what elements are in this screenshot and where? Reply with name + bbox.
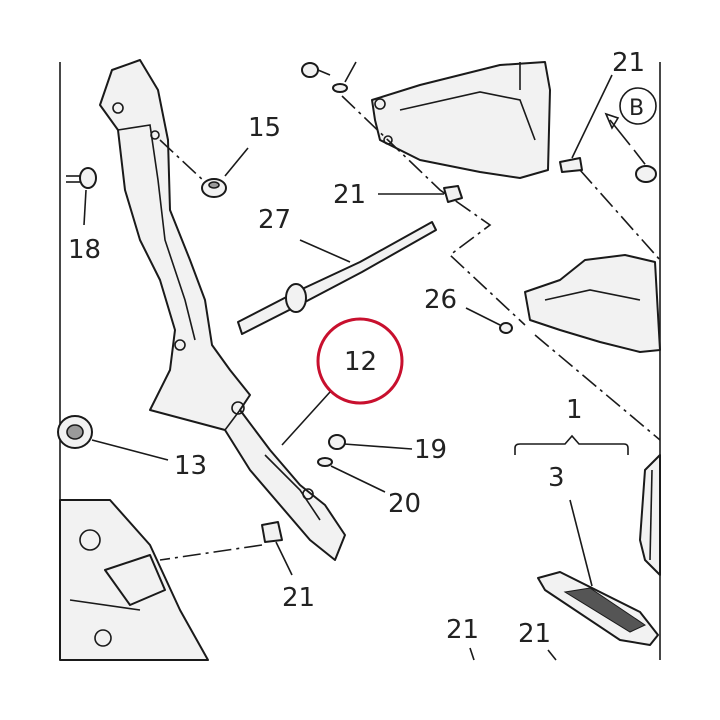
label-12: 12 [344,347,377,377]
lower-housing-part [59,499,209,661]
side-panel-part [465,254,661,441]
right-shell-part [639,454,661,576]
screw-part-19 [317,434,413,493]
label-3: 3 [548,463,565,493]
mesh-part-3 [537,499,659,646]
label-21-upper: 21 [333,180,366,210]
screw-part-18 [66,167,97,226]
clip-part-21-topright [559,74,661,261]
label-15: 15 [248,113,281,143]
label-18: 18 [68,235,101,265]
label-21-lower: 21 [282,583,315,613]
bracket-part-12 [99,59,346,561]
leader-21-bottom-b [547,649,557,661]
label-26: 26 [424,285,457,315]
group-bracket-1 [514,434,629,455]
label-21-topright: 21 [612,48,645,78]
label-21-bottom-b: 21 [518,619,551,649]
label-21-bottom-a: 21 [446,615,479,645]
leader-12 [281,391,331,446]
label-13: 13 [174,451,207,481]
label-20: 20 [388,489,421,519]
reference-b [604,87,657,183]
label-1: 1 [566,395,583,425]
label-b: B [629,96,644,121]
nut-part-15 [159,139,249,198]
clip-part-21-upper [378,185,463,203]
top-screw [301,61,526,326]
cable-tie-part-27 [237,221,437,335]
label-19: 19 [414,435,447,465]
highlight-circle [316,317,404,405]
upper-panel-part [371,61,551,179]
grommet-part-13 [57,415,169,461]
leader-21-bottom-a [469,647,475,661]
clip-part-21-lower [159,521,293,576]
label-27: 27 [258,205,291,235]
